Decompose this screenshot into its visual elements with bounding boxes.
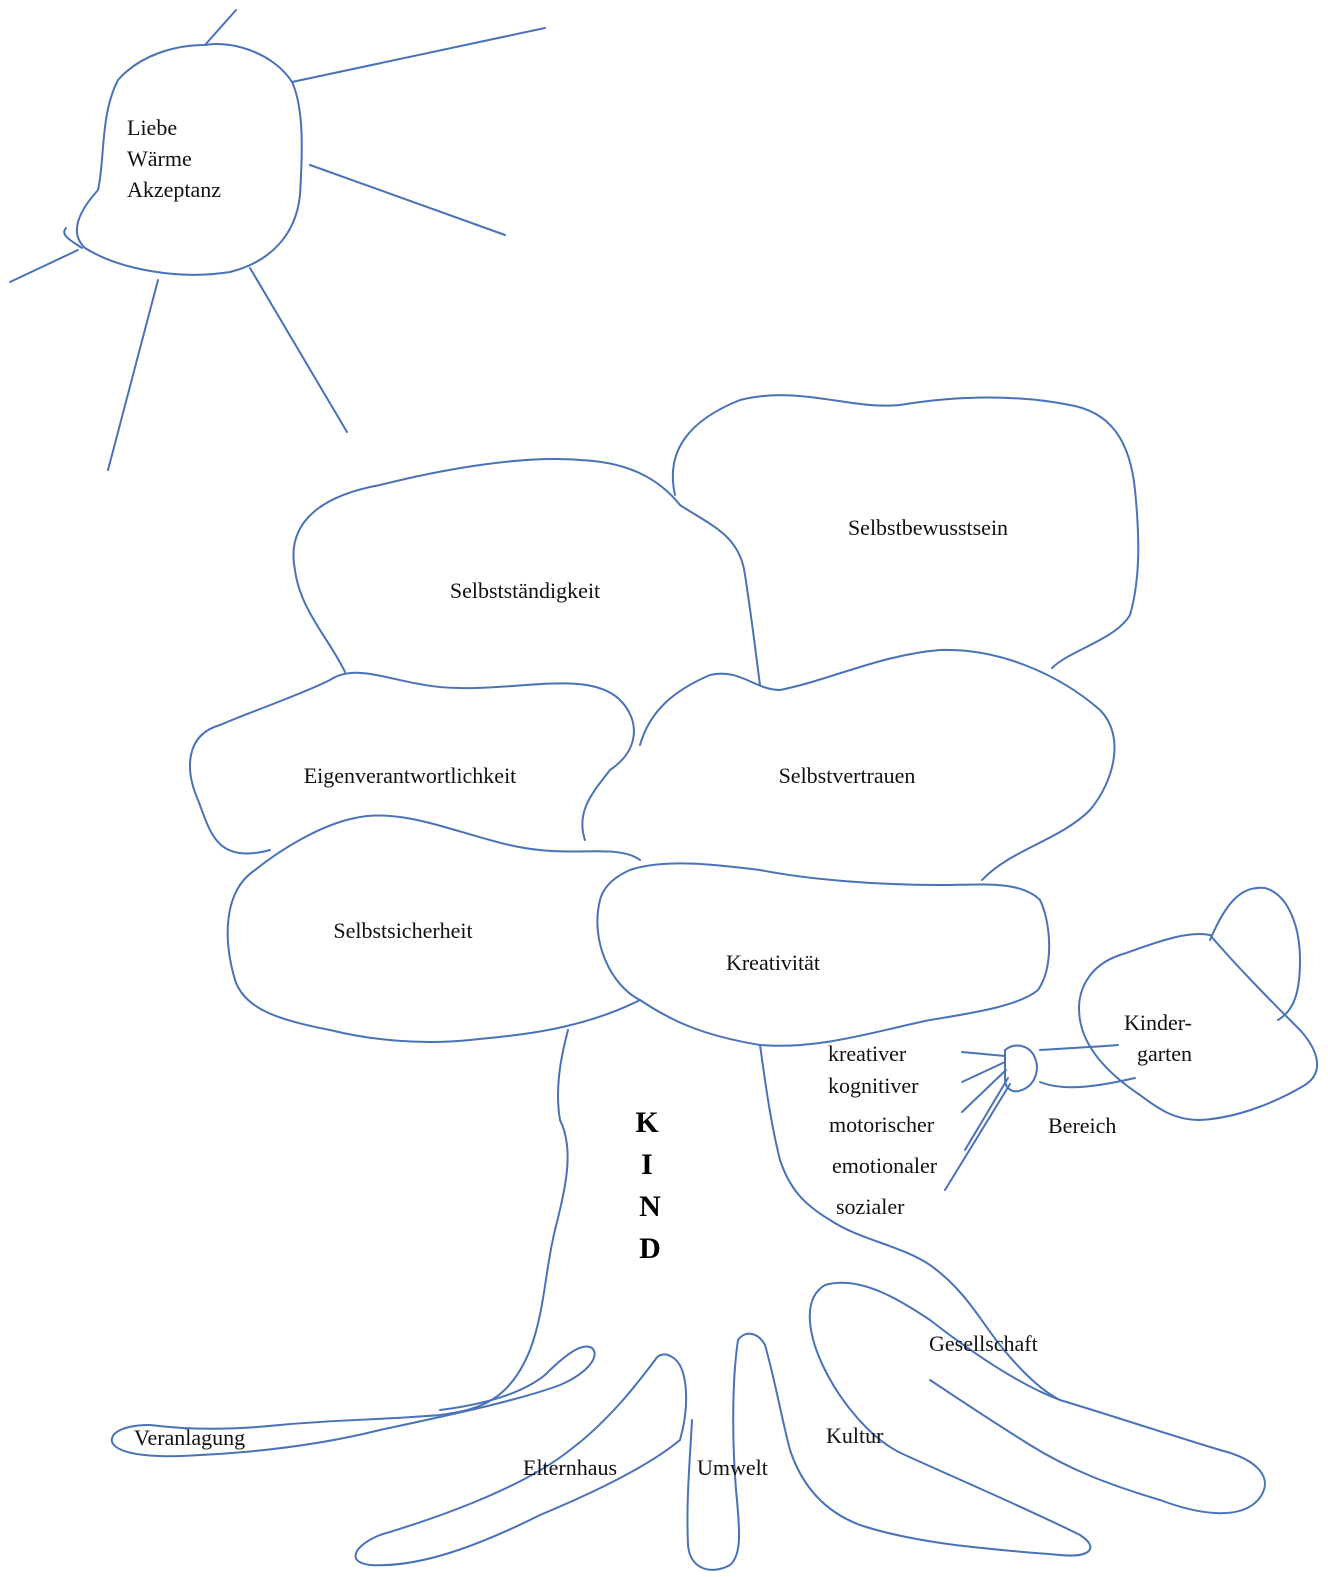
label-area-sozialer: sozialer	[836, 1194, 905, 1219]
root-gesellschaft	[808, 1281, 1266, 1515]
label-eigenverantwortlichkeit: Eigenverantwortlichkeit	[303, 763, 517, 788]
kindergarten-connector-top	[1039, 1044, 1119, 1051]
label-selbstsicherheit: Selbstsicherheit	[333, 918, 473, 943]
label-selbstvertrauen: Selbstvertrauen	[778, 763, 916, 788]
label-veranlagung: Veranlagung	[134, 1425, 246, 1450]
trunk-left-edge	[149, 1029, 569, 1430]
tree-roots	[110, 1281, 1266, 1571]
sun-ray-lower-right	[249, 267, 348, 433]
cloud-selbstsicherheit	[226, 814, 641, 1043]
area-line-kreativer	[961, 1051, 1006, 1057]
label-area-kognitiver: kognitiver	[828, 1073, 919, 1098]
area-line-sozialer	[944, 1083, 1011, 1191]
cloud-selbstvertrauen	[639, 648, 1116, 881]
kind-letter-i: I	[641, 1148, 653, 1181]
kind-letter-d: D	[639, 1232, 661, 1265]
sun-line-akzeptanz: Akzeptanz	[127, 177, 222, 202]
label-selbstbewusstsein: Selbstbewusstsein	[847, 515, 1009, 540]
sun-ray-upper-right	[291, 27, 546, 83]
tree-trunk	[149, 1029, 1061, 1430]
sun-text: Liebe Wärme Akzeptanz	[127, 112, 221, 205]
kind-letter-k: K	[635, 1106, 659, 1139]
cloud-selbststaendigkeit	[292, 458, 761, 686]
root-umwelt	[686, 1339, 741, 1571]
kindergarten-house	[1078, 933, 1319, 1121]
cloud-selbstbewusstsein	[671, 394, 1140, 669]
sun-ray-top	[204, 9, 237, 46]
label-area-emotionaler: emotionaler	[832, 1153, 938, 1178]
label-kultur: Kultur	[826, 1423, 884, 1448]
root-elternhaus	[354, 1353, 688, 1567]
kindergarten-figure	[944, 886, 1319, 1191]
trunk-right-edge	[759, 1044, 1061, 1401]
label-bereich: Bereich	[1048, 1113, 1117, 1138]
cloud-eigenverantwortlichkeit	[189, 671, 635, 855]
sun-ray-bottom	[107, 279, 159, 471]
label-area-motorischer: motorischer	[829, 1112, 935, 1137]
label-selbststaendigkeit: Selbstständigkeit	[449, 578, 601, 603]
cloud-kreativitaet	[596, 862, 1051, 1047]
area-line-kognitiver	[961, 1061, 1006, 1083]
kind-letter-n: N	[639, 1190, 661, 1223]
root-veranlagung	[110, 1345, 596, 1458]
sun-line-liebe: Liebe	[127, 115, 178, 140]
sun-drawing	[9, 9, 546, 471]
sun-outline	[75, 43, 303, 276]
sun-ray-right	[309, 164, 506, 236]
sun-ray-left	[9, 227, 83, 283]
label-umwelt: Umwelt	[697, 1455, 768, 1480]
label-gesellschaft: Gesellschaft	[929, 1331, 1038, 1356]
label-kreativitaet: Kreativität	[725, 950, 821, 975]
area-line-motorischer	[961, 1069, 1007, 1113]
sun-line-waerme: Wärme	[127, 146, 192, 171]
root-kultur	[737, 1332, 1092, 1557]
kindergarten-roof-loop	[1209, 886, 1301, 1021]
area-line-emotionaler	[964, 1077, 1009, 1151]
tree-crown	[189, 394, 1140, 1047]
kindergarten-connector-bottom	[1039, 1077, 1136, 1089]
label-kinder: Kinder-	[1124, 1010, 1192, 1035]
label-area-kreativer: kreativer	[828, 1041, 907, 1066]
label-elternhaus: Elternhaus	[523, 1455, 618, 1480]
label-garten: garten	[1137, 1041, 1192, 1066]
